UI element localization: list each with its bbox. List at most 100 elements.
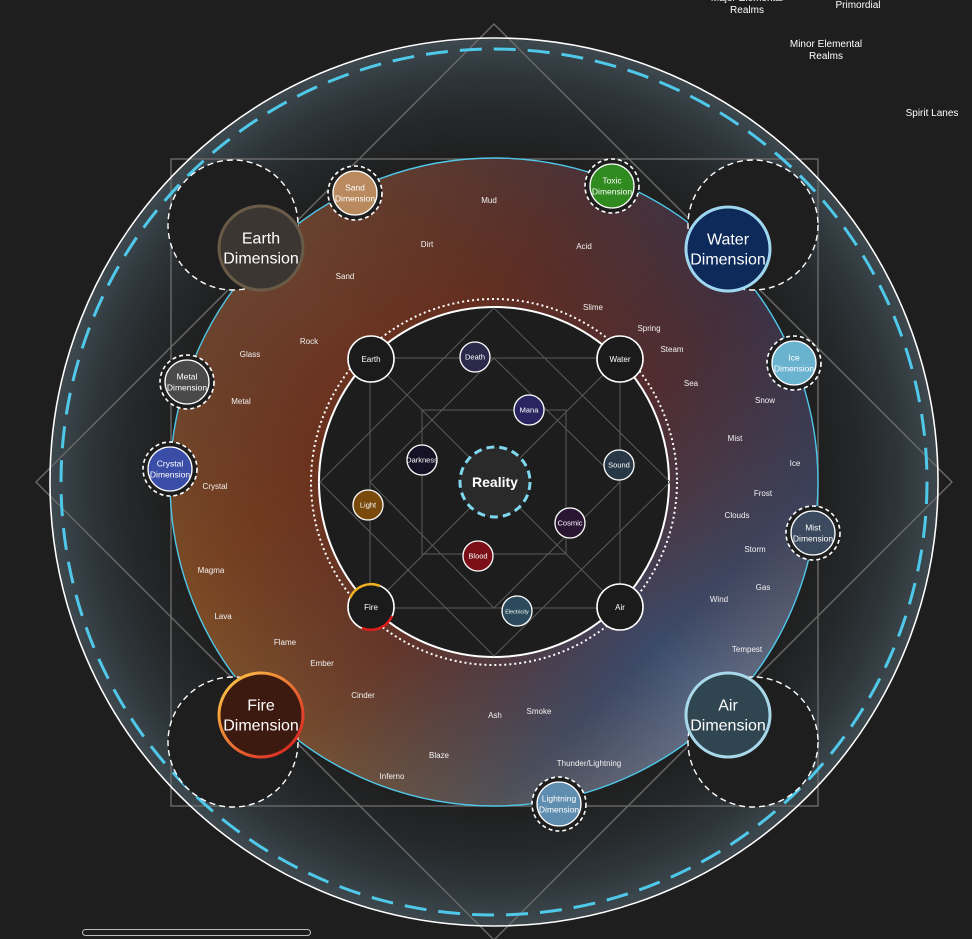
outer-boundary-ring	[49, 37, 939, 927]
inner-node-electricity-circle	[501, 595, 533, 627]
primordial-node-water[interactable]: Water	[596, 335, 644, 383]
inner-node-sound-label: Sound	[608, 461, 630, 470]
legend-spirit-lanes: Spirit Lanes	[905, 108, 959, 119]
lane-word-clouds: Clouds	[725, 511, 750, 520]
inner-node-blood-circle	[462, 540, 494, 572]
lane-word-acid: Acid	[576, 242, 592, 251]
primordial-node-earth-label: Earth	[361, 355, 380, 364]
fire-accent-arc	[361, 615, 394, 631]
inner-node-light[interactable]: Light	[352, 489, 384, 521]
inner-node-cosmic-label: Cosmic	[557, 519, 582, 528]
primordial-node-fire-label: Fire	[364, 603, 378, 612]
primordial-node-water-label: Water	[609, 355, 630, 364]
primordial-dotted-ring	[310, 298, 678, 666]
lane-word-gas: Gas	[756, 583, 771, 592]
inner-node-cosmic[interactable]: Cosmic	[554, 507, 586, 539]
horizontal-scrollbar[interactable]	[82, 929, 311, 936]
lane-word-inferno: Inferno	[380, 772, 405, 781]
inner-node-mana[interactable]: Mana	[513, 394, 545, 426]
legend-minor-elemental-realms: Minor Elemental Realms	[789, 39, 863, 62]
lane-word-metal: Metal	[231, 397, 251, 406]
inner-node-death-circle	[459, 341, 491, 373]
inner-node-sound-circle	[603, 449, 635, 481]
lane-word-steam: Steam	[660, 345, 683, 354]
primordial-node-water-circle	[596, 335, 644, 383]
legend-primordial: Primordial	[835, 0, 881, 11]
fire-accent-arc-top	[348, 583, 381, 599]
inner-node-light-circle	[352, 489, 384, 521]
lane-word-frost: Frost	[754, 489, 773, 498]
lane-word-lava: Lava	[214, 612, 232, 621]
reality-core[interactable]	[460, 447, 530, 517]
primordial-node-air-circle	[596, 583, 644, 631]
minor-realm-lightning-dimension-circle	[536, 781, 582, 827]
primordial-node-fire[interactable]: Fire	[347, 583, 395, 631]
primordial-node-air[interactable]: Air	[596, 583, 644, 631]
primordial-node-earth[interactable]: Earth	[347, 335, 395, 383]
major-realm-fire-dimension-circle	[217, 671, 305, 759]
lane-word-blaze: Blaze	[429, 751, 450, 760]
inner-node-death-label: Death	[465, 353, 485, 362]
lane-word-snow: Snow	[755, 396, 775, 405]
inner-node-darkness-circle	[406, 444, 438, 476]
lane-word-tempest: Tempest	[732, 645, 763, 654]
lane-word-sea: Sea	[684, 379, 699, 388]
lane-word-glass: Glass	[240, 350, 260, 359]
inner-node-electricity-label: Electricity	[505, 610, 529, 616]
inner-node-darkness[interactable]: Darkness	[406, 444, 438, 476]
lane-word-wind: Wind	[710, 595, 728, 604]
minor-realm-crystal-dimension-circle	[147, 446, 193, 492]
inner-node-darkness-label: Darkness	[406, 456, 438, 465]
inner-node-mana-label: Mana	[520, 406, 540, 415]
reality-ring	[458, 445, 532, 519]
inner-node-death[interactable]: Death	[459, 341, 491, 373]
primordial-ring	[318, 306, 670, 658]
lane-word-smoke: Smoke	[527, 707, 552, 716]
minor-realm-sand-dimension-circle	[332, 170, 378, 216]
major-realm-water-dimension-circle	[684, 205, 772, 293]
inner-node-blood[interactable]: Blood	[462, 540, 494, 572]
inner-node-electricity[interactable]: Electricity	[501, 595, 533, 627]
reality-label: Reality	[472, 474, 518, 490]
lane-word-sand: Sand	[336, 272, 355, 281]
lane-word-flame: Flame	[274, 638, 297, 647]
outer-diamond	[35, 23, 953, 939]
minor-realm-ice-dimension-circle	[771, 340, 817, 386]
lane-word-mist: Mist	[728, 434, 743, 443]
major-realm-air-dimension-circle	[684, 671, 772, 759]
inner-node-mana-circle	[513, 394, 545, 426]
minor-realm-toxic-dimension-circle	[589, 163, 635, 209]
minor-realm-metal-dimension-circle	[164, 359, 210, 405]
lane-word-magma: Magma	[198, 566, 225, 575]
lane-word-rock: Rock	[300, 337, 319, 346]
inner-node-sound[interactable]: Sound	[603, 449, 635, 481]
primordial-node-air-label: Air	[615, 603, 625, 612]
inner-node-blood-label: Blood	[468, 552, 487, 561]
lane-word-storm: Storm	[744, 545, 766, 554]
lane-word-ice: Ice	[790, 459, 801, 468]
